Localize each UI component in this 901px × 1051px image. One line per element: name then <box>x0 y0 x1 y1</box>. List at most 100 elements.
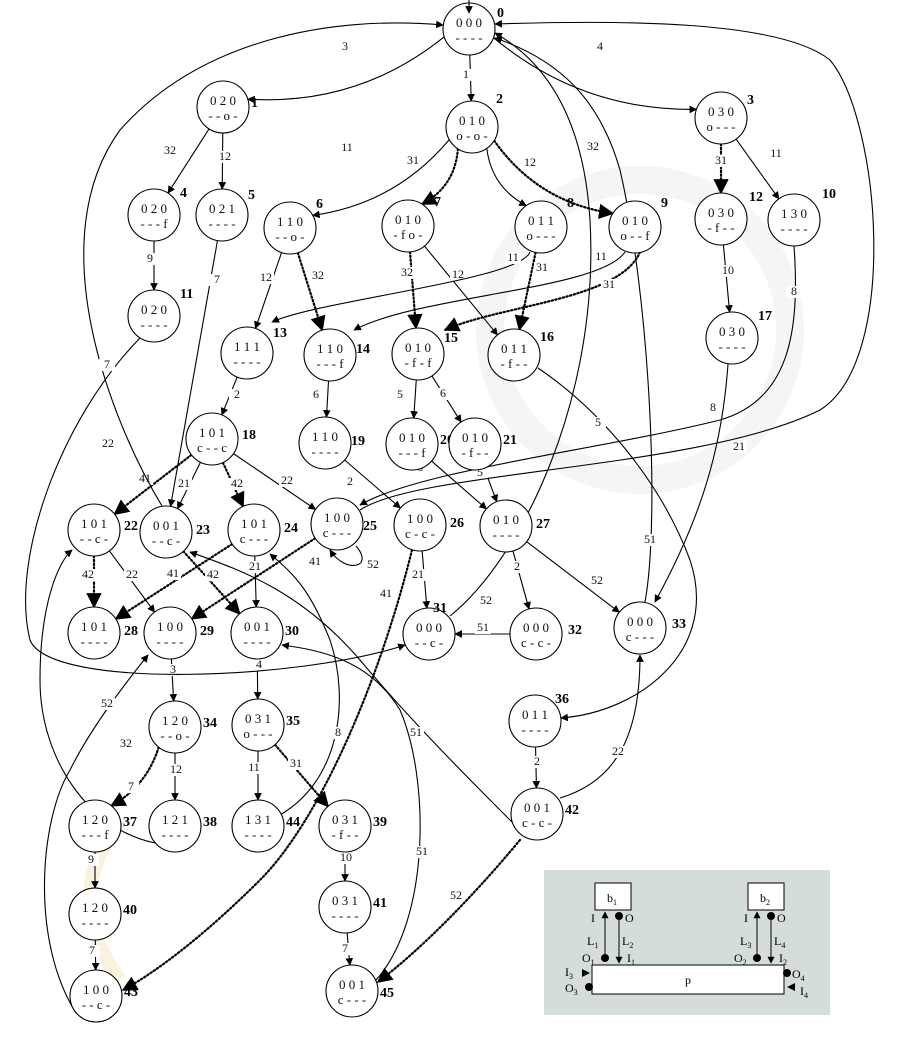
state-values: 0 3 1 <box>332 893 358 908</box>
state-node-11: 0 2 0- - - -11 <box>127 287 193 343</box>
transition-edge-16-36 <box>537 367 697 722</box>
edge-label-bg <box>100 438 116 450</box>
state-node-41: 0 3 1- - - -41 <box>318 880 387 934</box>
state-id: 34 <box>203 716 217 731</box>
state-flags: - - - f <box>81 827 109 842</box>
state-circle <box>613 601 667 655</box>
edge-label-bg <box>176 478 192 490</box>
state-flags: c - c - <box>521 635 551 650</box>
state-id: 7 <box>434 195 441 210</box>
link-subscript: 3 <box>747 941 751 950</box>
state-values: 1 0 0 <box>324 510 350 525</box>
edge-label-bg <box>414 846 430 858</box>
state-flags: - - c - <box>415 635 444 650</box>
edge-label-26-31: 21 <box>412 567 424 581</box>
port-letter: O <box>582 951 591 965</box>
state-values: 0 1 1 <box>522 707 548 722</box>
state-circle <box>767 193 821 247</box>
box-b2-sub: 2 <box>766 898 770 907</box>
transition-edge-0-1 <box>247 36 445 104</box>
state-flags: - - - - <box>331 908 358 923</box>
state-circle <box>509 607 563 661</box>
state-circle <box>318 799 372 853</box>
edge-label-bg <box>590 417 606 429</box>
state-id: 43 <box>124 985 138 1000</box>
edge-label-25-29: 41 <box>309 554 321 568</box>
state-circle <box>393 498 447 552</box>
transition-edge-9-15 <box>443 250 642 332</box>
state-values: 0 1 0 <box>399 430 425 445</box>
link-letter: L <box>774 934 781 948</box>
transition-edge-42-23 <box>189 550 513 823</box>
state-values: 1 2 0 <box>82 900 108 915</box>
edge-label-bg <box>83 854 99 866</box>
state-flags: - - - f <box>316 356 344 371</box>
edge-label-18-24: 42 <box>231 476 243 490</box>
legend-port-label: I2 <box>779 951 787 967</box>
edge-label-bg <box>342 476 358 488</box>
state-values: 0 0 0 <box>456 15 482 30</box>
state-node-31: 0 0 0- - c -31 <box>402 601 456 661</box>
edge-label-15-20: 5 <box>397 387 403 401</box>
port-dot <box>767 912 775 920</box>
state-flags: o - - - <box>243 726 272 741</box>
state-node-35: 0 3 1o - - -35 <box>231 698 300 752</box>
state-id: 2 <box>496 92 503 107</box>
edge-label-40-43: 7 <box>89 943 95 957</box>
state-node-26: 1 0 0c - c -26 <box>393 498 464 552</box>
state-circle <box>67 503 121 557</box>
state-flags: - - - - <box>718 339 745 354</box>
port-subscript: 3 <box>569 972 573 981</box>
link-letter: L <box>622 934 629 948</box>
state-node-15: 0 1 0- f - f15 <box>391 327 458 381</box>
state-id: 40 <box>123 903 137 918</box>
edge-label-35-44: 11 <box>248 760 260 774</box>
state-id: 28 <box>124 624 138 639</box>
state-flags: c - - - <box>626 629 655 644</box>
state-values: 0 3 1 <box>245 711 271 726</box>
edge-label-34-38: 12 <box>170 762 182 776</box>
state-values: 0 1 1 <box>501 341 527 356</box>
box-b2-label: b <box>760 891 766 905</box>
port-subscript: 2 <box>743 958 747 967</box>
state-circle <box>148 700 202 754</box>
edge-label-3-10: 11 <box>770 146 782 160</box>
state-circle <box>479 499 533 553</box>
legend-port-label: I4 <box>800 984 808 1000</box>
state-flags: - - c - <box>152 533 181 548</box>
state-values: 0 3 1 <box>332 812 358 827</box>
edge-label-bg <box>458 69 474 81</box>
edge-label-bg <box>330 727 346 739</box>
state-values: 0 3 0 <box>708 104 734 119</box>
link-subscript: 2 <box>629 941 633 950</box>
edge-label-bg <box>84 945 100 957</box>
state-node-39: 0 3 1- f - -39 <box>318 799 387 853</box>
state-circle <box>143 606 197 660</box>
state-node-4: 0 2 0- - - f4 <box>127 186 187 242</box>
state-id: 0 <box>497 6 504 21</box>
edge-label-bg <box>307 556 323 568</box>
state-values: 1 2 1 <box>162 812 188 827</box>
transition-edge-42-45 <box>376 838 522 984</box>
state-flags: - - - - <box>492 527 519 542</box>
state-node-3: 0 3 0o - - -3 <box>694 91 754 145</box>
state-flags: - - c - <box>82 997 111 1012</box>
port-letter: I <box>779 951 783 965</box>
port-label-o: O <box>625 911 634 925</box>
edge-label-bg <box>593 251 609 263</box>
state-id: 42 <box>565 803 579 818</box>
edge-label-42-45: 52 <box>450 888 462 902</box>
edge-label-41-45: 7 <box>342 941 348 955</box>
state-circle <box>139 505 193 559</box>
state-values: 1 1 1 <box>234 339 260 354</box>
edge-label-9-14: 11 <box>595 249 607 263</box>
edge-label-10-25: 8 <box>791 284 797 298</box>
transition-edge-45-30 <box>281 642 421 981</box>
edge-label-bg <box>522 157 538 169</box>
state-values: 0 0 1 <box>153 518 179 533</box>
state-node-5: 0 2 1- - - -5 <box>195 188 255 242</box>
state-flags: - - - - <box>233 354 260 369</box>
edge-label-bg <box>529 756 545 768</box>
state-node-20: 0 1 0- - - f20 <box>385 417 454 471</box>
edge-label-0-3: 4 <box>597 39 603 53</box>
